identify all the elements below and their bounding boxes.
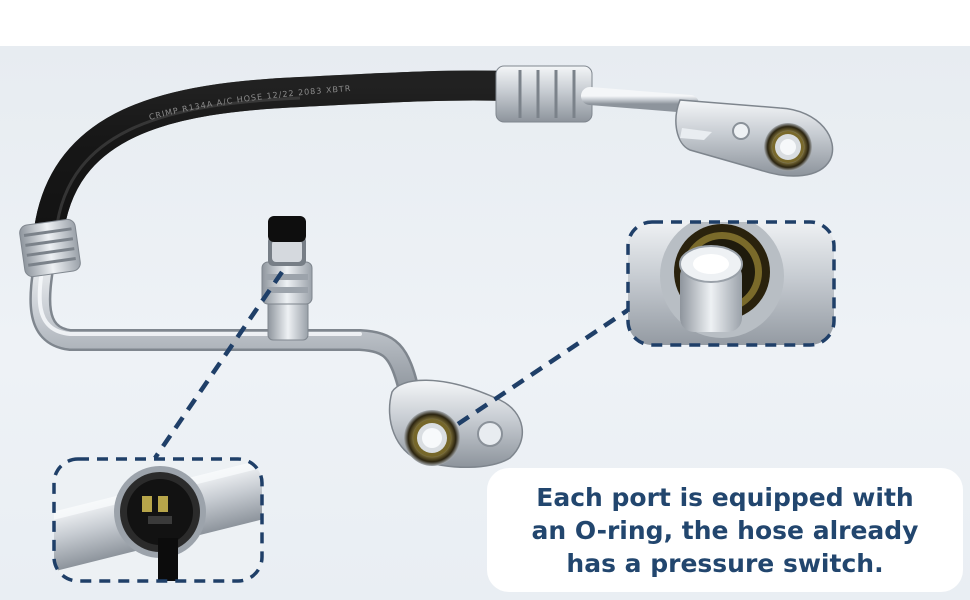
caption-box: Each port is equipped with an O-ring, th… — [487, 468, 963, 592]
pressure-switch — [261, 216, 313, 341]
pressure-switch-closeup-callout — [52, 457, 264, 583]
caption-line-1: Each port is equipped with — [536, 482, 914, 512]
top-right-fitting — [675, 99, 834, 177]
bottom-fitting — [388, 379, 524, 468]
right-crimp-ferrule — [495, 65, 593, 123]
left-crimp-ferrule — [19, 218, 81, 278]
o-ring-port-closeup-callout — [626, 220, 836, 347]
rubber-hose — [33, 70, 506, 240]
callout-connector-left — [153, 270, 284, 460]
top-white-band — [0, 0, 970, 46]
caption-line-3: has a pressure switch. — [566, 548, 884, 578]
metal-tube — [29, 239, 421, 406]
caption-line-2: an O-ring, the hose already — [531, 515, 919, 545]
callout-connector-right — [456, 308, 630, 426]
